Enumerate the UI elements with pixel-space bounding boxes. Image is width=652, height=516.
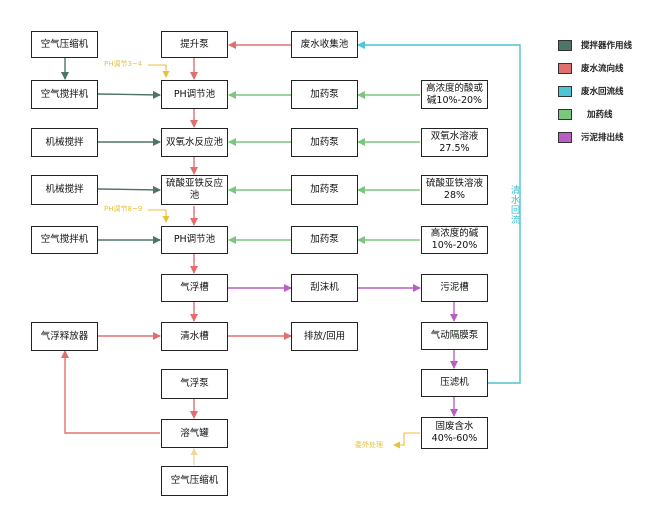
legend-item: 搅拌器作用线 (558, 34, 632, 56)
dosing-pump-box: 加药泵 (291, 175, 358, 205)
peroxide-solution-box: 双氧水溶液 27.5% (421, 128, 488, 157)
peroxide-tank-box: 双氧水反应池 (161, 128, 228, 157)
dissolved-to-release-line (61, 350, 160, 434)
legend-label: 加药线 (587, 110, 613, 120)
ph-note: PH调节3~4 (104, 60, 143, 68)
legend-label: 搅拌器作用线 (581, 41, 633, 51)
ph-note-2-line (148, 209, 170, 223)
legend-label: 废水回流线 (581, 87, 624, 97)
air-stirrer-box: 空气搅拌机 (31, 226, 98, 254)
mech-stirrer-box: 机械搅拌 (31, 128, 98, 157)
legend-item: 废水回流线 (558, 80, 632, 102)
ph-tank-box: PH调节池 (161, 80, 228, 109)
filter-press-box: 压滤机 (421, 369, 488, 397)
air-stirrer-1-line (97, 90, 161, 99)
ph-note: PH调节8~9 (104, 205, 143, 213)
dosing-pump-box: 加药泵 (291, 128, 358, 157)
reflux-line (357, 41, 521, 384)
air-stirrer-box: 空气搅拌机 (31, 80, 98, 109)
sludge-tank-box: 污泥槽 (421, 274, 488, 302)
skimmer-box: 刮沫机 (291, 274, 358, 302)
legend-swatch (558, 62, 572, 74)
stirrer-lines (61, 58, 161, 244)
air-release-box: 气浮释放器 (31, 322, 98, 351)
mech-stirrer-2-line (97, 185, 161, 194)
ferrous-solution-box: 硫酸亚铁溶液 28% (421, 175, 488, 205)
air-compressor-box: 空气压缩机 (31, 31, 98, 58)
legend: 搅拌器作用线 废水流向线 废水回流线 加药线 污泥排出线 (558, 34, 632, 149)
clear-water-tank-box: 清水槽 (161, 322, 228, 351)
dosing-lines (228, 91, 420, 244)
legend-item: 加药线 (558, 103, 632, 125)
legend-label: 污泥排出线 (581, 133, 624, 143)
legend-swatch (558, 131, 572, 143)
mech-stirrer-box: 机械搅拌 (31, 175, 98, 205)
air-compressor-box: 空气压缩机 (161, 466, 228, 496)
dissolved-air-tank-box: 溶气罐 (161, 419, 228, 448)
legend-item: 废水流向线 (558, 57, 632, 79)
ph-tank-box: PH调节池 (161, 226, 228, 254)
flotation-pump-box: 气浮泵 (161, 369, 228, 399)
lift-pump-box: 提升泵 (161, 31, 228, 58)
reflux-label: 清水回流 (509, 185, 519, 225)
outsource-note: 委外处理 (355, 441, 383, 449)
solid-waste-box: 固废含水 40%-60% (421, 417, 488, 449)
note-lines (148, 64, 420, 449)
acid-reagent-box: 高浓度的酸或 碱10%-20% (421, 80, 488, 109)
ph-note-1-line (148, 64, 170, 78)
wastewater-tank-box: 废水收集池 (291, 31, 358, 58)
ferrous-tank-box: 硫酸亚铁反应 池 (161, 175, 228, 205)
sludge-lines (228, 284, 458, 417)
legend-swatch (558, 85, 572, 97)
alkali-reagent-box: 高浓度的碱 10%-20% (421, 226, 488, 254)
legend-label: 废水流向线 (581, 64, 624, 74)
legend-swatch (558, 108, 572, 120)
outsource-line (393, 432, 420, 449)
flotation-tank-box: 气浮槽 (161, 274, 228, 302)
dosing-pump-box: 加药泵 (291, 226, 358, 254)
legend-item: 污泥排出线 (558, 126, 632, 148)
discharge-box: 排放/回用 (291, 322, 358, 351)
legend-swatch (558, 39, 572, 51)
dosing-pump-box: 加药泵 (291, 80, 358, 109)
wastewater-lines (61, 41, 292, 434)
diaphragm-pump-box: 气动隔膜泵 (421, 322, 488, 350)
